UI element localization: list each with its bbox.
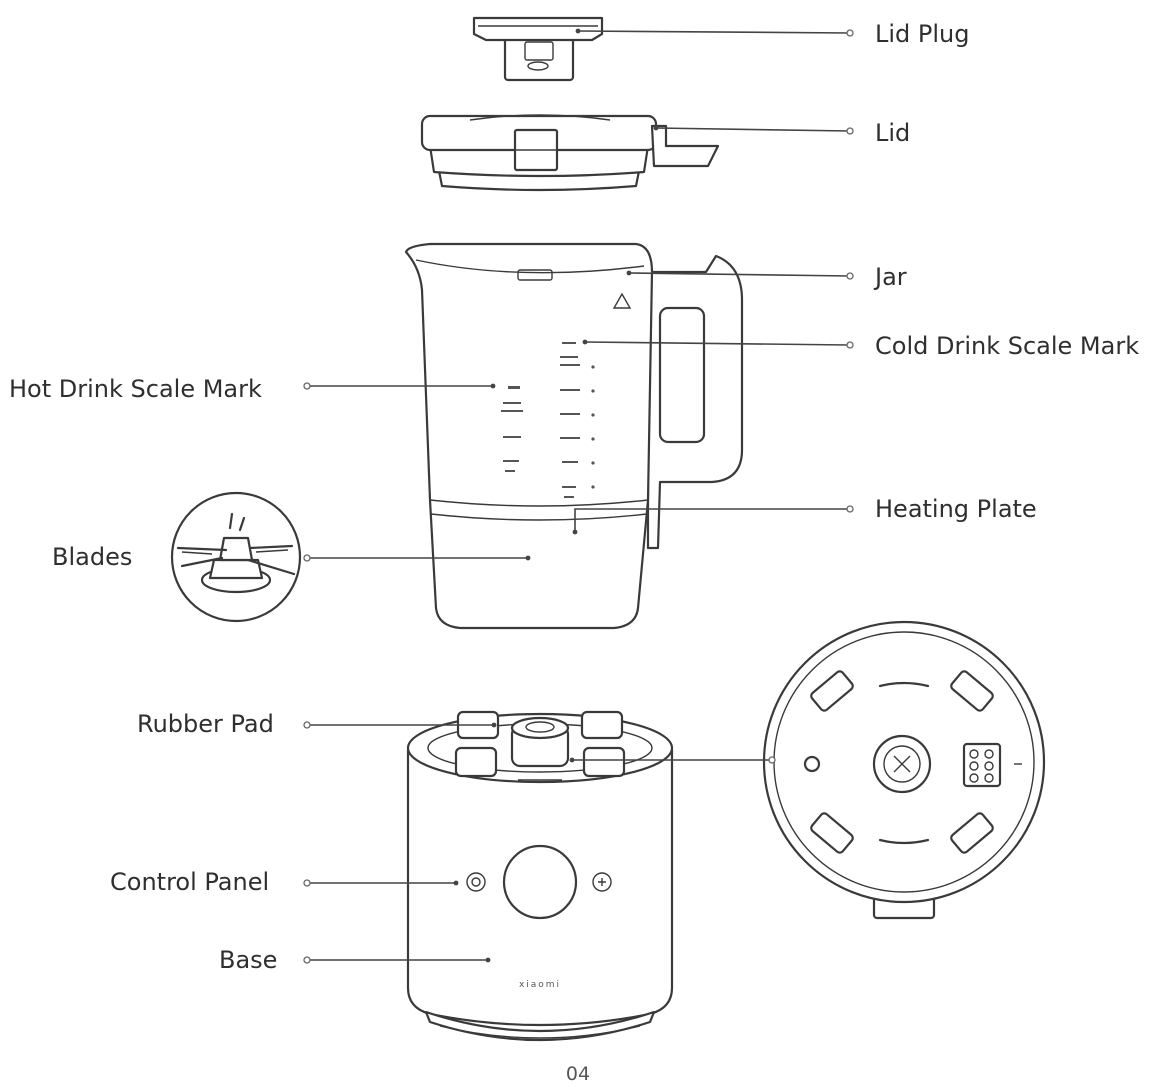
jar-drawing [404, 242, 744, 630]
label-blades: Blades [52, 543, 133, 571]
label-base: Base [219, 946, 278, 974]
base-drawing [406, 710, 674, 1042]
label-lid-plug: Lid Plug [875, 20, 970, 48]
label-hot-drink-scale-mark: Hot Drink Scale Mark [9, 375, 262, 403]
lid-drawing [420, 114, 720, 192]
leader-lines [303, 28, 854, 964]
lid-plug-drawing [472, 16, 604, 82]
label-control-panel: Control Panel [110, 868, 270, 896]
label-rubber-pad: Rubber Pad [137, 710, 274, 738]
label-lid: Lid [875, 119, 911, 147]
label-heating-plate: Heating Plate [875, 495, 1037, 523]
base-bottom-view-drawing [762, 620, 1046, 920]
page-number: 04 [565, 1063, 591, 1085]
label-jar: Jar [875, 263, 907, 291]
label-cold-drink-scale-mark: Cold Drink Scale Mark [875, 332, 1140, 360]
blades-drawing [170, 491, 302, 623]
brand-logo-text: xiaomi [519, 980, 561, 990]
